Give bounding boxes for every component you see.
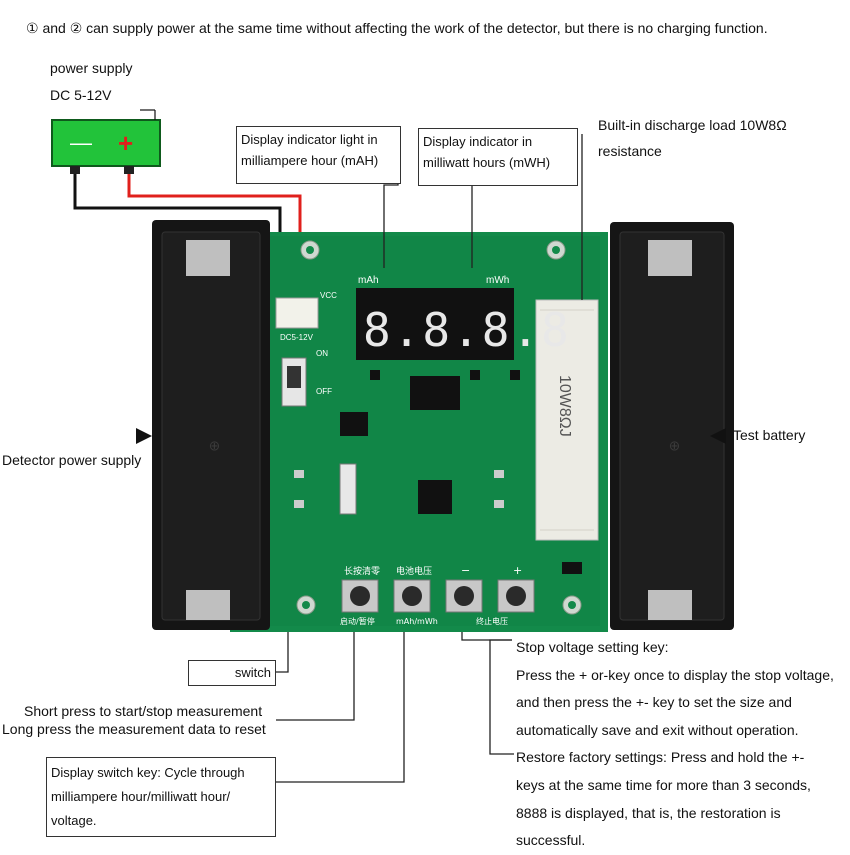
btn-label-4: + <box>513 564 522 577</box>
mwh-silk: mWh <box>486 275 509 286</box>
power-switch <box>281 357 307 407</box>
btn-sublabel-1: 启动/暂停 <box>340 616 375 626</box>
button-plus[interactable] <box>497 579 535 613</box>
callout-mah-indicator: Display indicator light in milliampere h… <box>236 126 401 184</box>
sv-line1: Stop voltage setting key: <box>516 639 669 655</box>
button-minus[interactable] <box>445 579 483 613</box>
plus-sign: + <box>118 128 133 158</box>
btn-sublabel-2: mAh/mWh <box>396 617 438 626</box>
seven-segment-display <box>356 288 514 360</box>
sv-line7: 8888 is displayed, that is, the restorat… <box>516 804 781 821</box>
resistor <box>535 299 599 541</box>
label-test-battery: Test battery <box>733 427 806 443</box>
callout-ds-line2: milliampere hour/milliwatt hour/ <box>51 789 231 805</box>
callout-mwh-line1: Display indicator in <box>423 134 533 149</box>
callout-switch: switch <box>188 660 276 686</box>
callout-mwh-line2: milliwatt hours (mWH) <box>423 154 551 170</box>
display-digits: 8.8.8.8 <box>363 303 571 357</box>
btn-label-2: 电池电压 <box>396 565 432 577</box>
sv-line6: keys at the same time for more than 3 se… <box>516 776 811 793</box>
minus-sign: — <box>70 130 92 155</box>
callout-ds-line3: voltage. <box>51 813 97 829</box>
main-chip <box>410 376 460 410</box>
button-start-stop[interactable] <box>341 579 379 613</box>
callout-short-press-line2: Long press the measurement data to reset <box>2 721 266 737</box>
callout-display-switch: Display switch key: Cycle through millia… <box>46 757 276 837</box>
right-battery-holder: ⊕ <box>610 222 734 630</box>
power-supply-title: power supply <box>50 60 133 76</box>
callout-switch-text: switch <box>234 665 271 680</box>
resistor-text: 10W8ΩJ <box>556 375 573 437</box>
callout-short-press-line1: Short press to start/stop measurement <box>24 703 263 719</box>
callout-stop-voltage: Stop voltage setting key: Press the + or… <box>516 634 834 855</box>
off-silk: OFF <box>316 387 332 396</box>
callout-load-line2: resistance <box>598 143 662 159</box>
btn-label-3: − <box>461 564 470 577</box>
dc-silk: DC5-12V <box>280 333 314 342</box>
callout-load-line1: Built-in discharge load 10W8Ω <box>598 117 787 133</box>
top-note: ① and ② can supply power at the same tim… <box>26 20 768 36</box>
leader-lines <box>274 134 583 783</box>
power-supply-icon <box>51 109 161 174</box>
button-display-switch[interactable] <box>393 579 431 613</box>
callout-ds-line1: Display switch key: Cycle through <box>51 765 245 780</box>
dc-connector <box>275 297 319 329</box>
btn-sublabel-3: 终止电压 <box>476 616 508 626</box>
label-detector-power: Detector power supply <box>2 452 142 468</box>
sv-line5: Restore factory settings: Press and hold… <box>516 749 805 766</box>
sv-line8: successful. <box>516 832 586 849</box>
svg-text:⊕: ⊕ <box>206 440 222 452</box>
sv-line3: and then press the +- key to set the siz… <box>516 694 792 711</box>
arrow-right <box>710 428 726 444</box>
power-supply-range: DC 5-12V <box>50 87 112 103</box>
sv-line2: Press the + or-key once to display the s… <box>516 666 834 683</box>
callout-mwh-indicator: Display indicator in milliwatt hours (mW… <box>418 128 578 186</box>
left-battery-holder: ⊕ <box>152 220 270 630</box>
mah-silk: mAh <box>358 275 379 286</box>
svg-text:⊕: ⊕ <box>666 440 682 452</box>
sv-line4: automatically save and exit without oper… <box>516 721 799 738</box>
vcc-silk: VCC <box>320 291 337 300</box>
btn-label-1: 长按清零 <box>344 565 380 577</box>
on-silk: ON <box>316 349 328 358</box>
callout-mah-line1: Display indicator light in <box>241 132 378 147</box>
callout-mah-line2: milliampere hour (mAH) <box>241 152 379 168</box>
arrow-left <box>136 428 152 444</box>
